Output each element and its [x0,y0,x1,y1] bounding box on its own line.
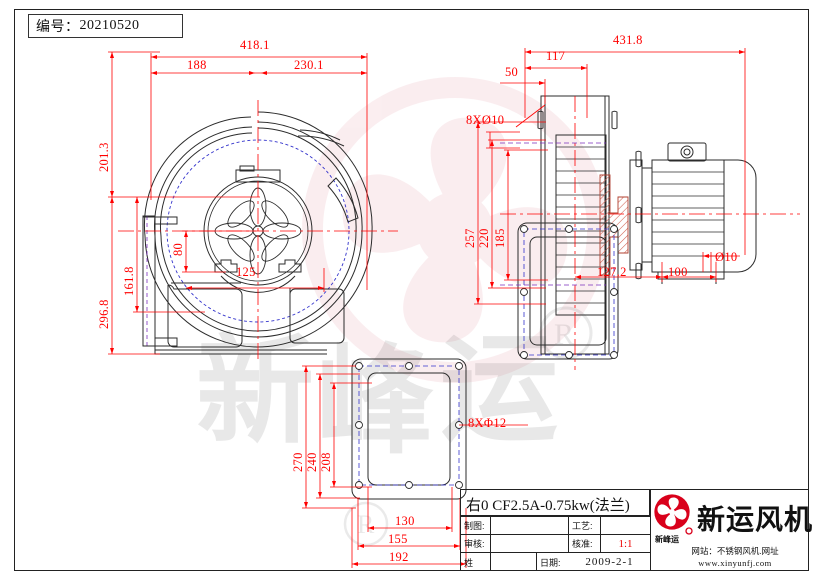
tb-label-name: 姓 [464,557,474,568]
dim-mount-width: 125 [236,265,256,279]
tb-hline-3 [460,552,650,553]
dim-flange-outer-width: 192 [389,550,409,564]
model-cell [460,489,650,516]
dim-flange-outer-height: 270 [291,452,305,472]
company-name: 新运风机 [697,505,814,536]
drawing-number-box: 编号： 20210520 [28,14,183,38]
tb-vline-2 [536,552,537,571]
tb-hline-2 [460,534,650,535]
tb-vline-4 [600,516,601,552]
tb-label-approval: 核准: [572,539,593,549]
drawing-number-label: 编号： [36,20,80,35]
dim-inner-height: 185 [493,228,507,248]
front-view-centerlines [118,100,398,362]
svg-text:R: R [357,510,375,539]
tb-label-drafter: 制图: [464,521,485,531]
logo-sub-mark: 新峰运 [655,535,679,544]
svg-text:R: R [554,318,574,351]
tb-value-scale: 1:1 [618,537,633,550]
drawing-number-value: 20210520 [79,18,140,33]
side-view-centerlines [500,96,800,370]
dim-motor-hole: Ø10 [715,250,738,264]
tb-hline-1 [460,516,650,517]
dim-scroll-width: 117 [546,49,566,63]
dim-motor-base-a: 127.2 [597,265,627,279]
svg-text:新: 新 [196,327,314,458]
dim-flange-bolt-height: 240 [305,452,319,472]
dim-bolt-span-v: 220 [477,228,491,248]
front-view-arrowheads [110,52,367,354]
front-view-dimension-lines [108,51,368,355]
svg-text:运: 运 [440,325,558,456]
dim-overall-width: 418.1 [240,38,270,52]
tb-vline-1 [490,516,491,571]
flange-view-geometry [351,358,467,500]
sheet-border [14,9,809,571]
dim-bolt-note-top: 8XØ10 [466,113,505,127]
company-website-line1: 网站：不锈钢风机.网址 [691,546,779,556]
tb-value-date: 2009-2-1 [585,556,634,568]
dim-overall-height: 296.8 [97,299,111,329]
flange-view-arrowheads [304,366,466,566]
dim-flange-inner-width: 130 [395,514,415,528]
tb-label-reviewer: 审核: [464,539,485,549]
dim-hub-height: 80 [171,242,185,256]
tb-label-date: 日期: [540,557,561,568]
side-view-hidden-lines [500,142,606,286]
model-designation: 右0 CF2.5A-0.75kw(法兰) [466,498,630,514]
side-view-arrowheads [476,50,745,304]
tb-vline-main [650,489,651,571]
tb-label-process: 工艺: [572,521,593,531]
dim-left-width: 188 [187,58,207,72]
dim-mid-height: 161.8 [122,266,136,296]
dim-motor-base-b: 100 [668,265,688,279]
dim-flange-bolt-note: 8XΦ12 [468,416,507,430]
dim-flange-offset: 50 [505,65,519,79]
company-website-line2: www.xinyunfj.com [698,558,772,568]
dim-overall-length: 431.8 [613,33,643,47]
dim-upper-height: 201.3 [97,142,111,172]
tb-vline-3 [568,516,569,552]
dim-right-width: 230.1 [294,58,324,72]
dim-outlet-height: 257 [463,228,477,248]
dim-flange-bolt-width: 155 [388,532,408,546]
dim-flange-inner-height: 208 [319,452,333,472]
side-view-dimension-lines [474,48,746,305]
